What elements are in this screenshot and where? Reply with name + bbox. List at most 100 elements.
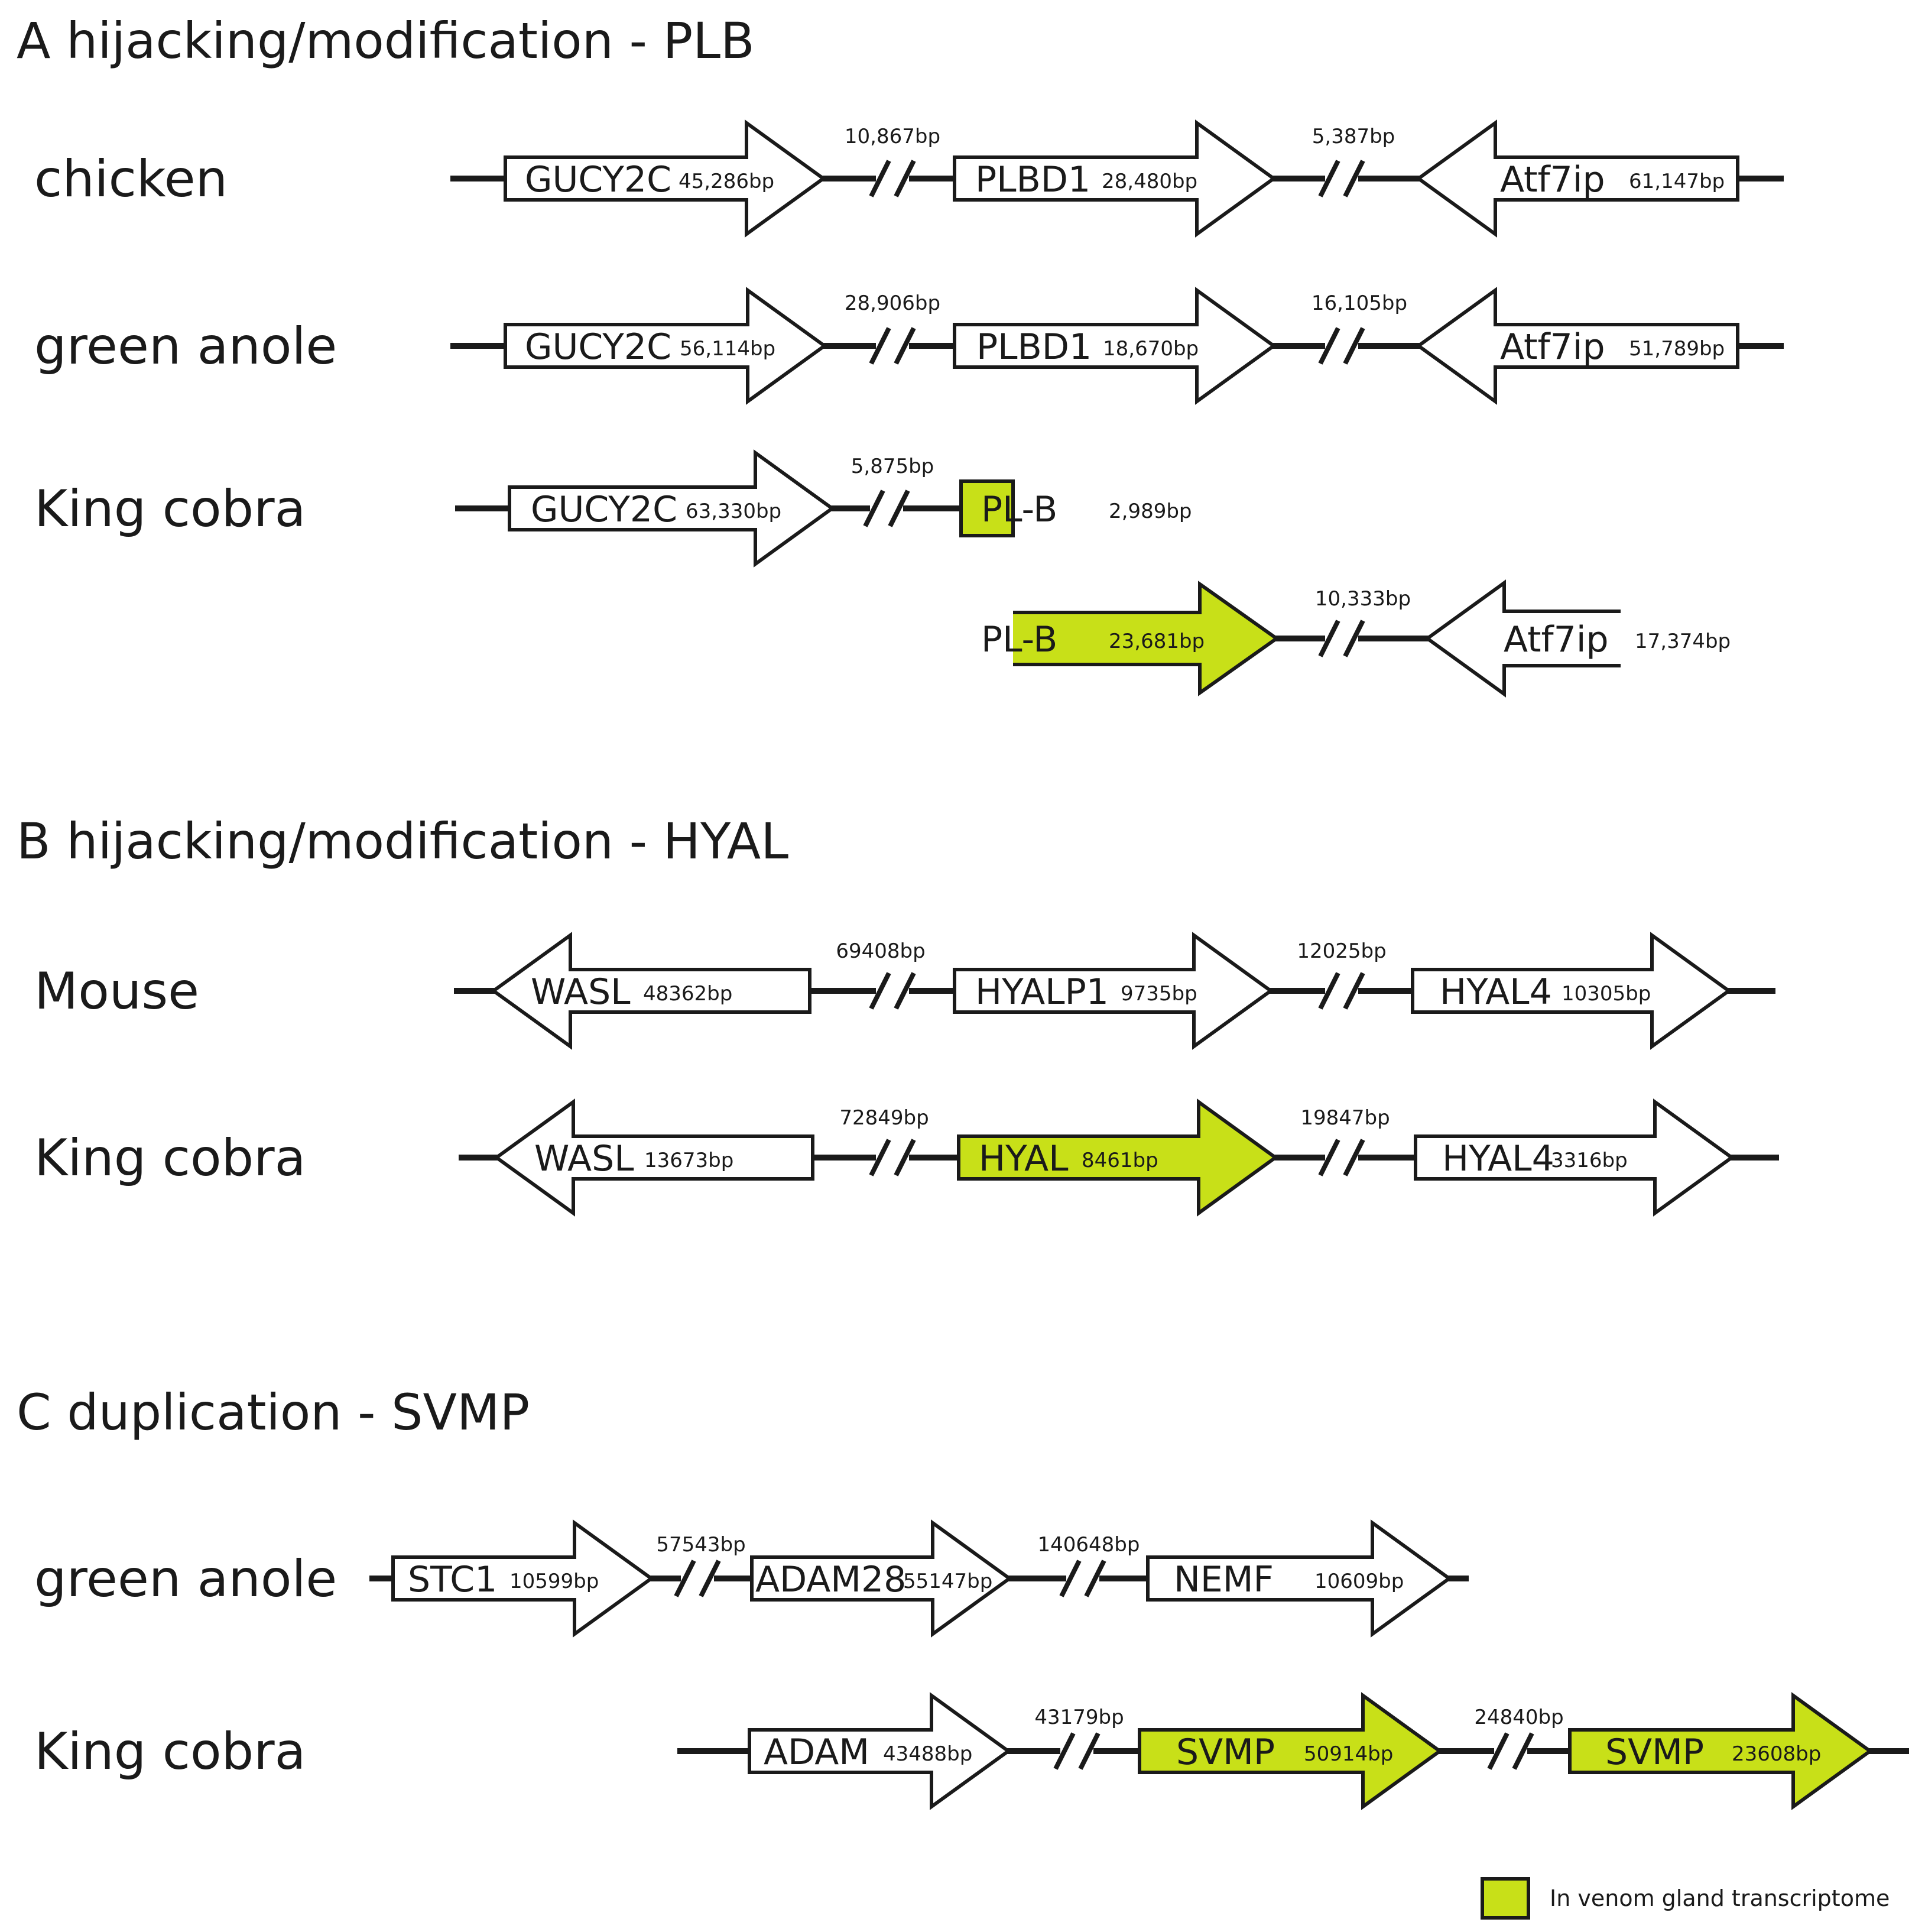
gene-size: 28,480bp: [1102, 170, 1197, 193]
gene-hyal4: HYAL4 10305bp: [1411, 932, 1732, 1050]
gap-length: 12025bp: [1297, 939, 1386, 963]
gene-arrow: [953, 932, 1274, 1050]
gene-name: NEMF: [1174, 1559, 1274, 1600]
gene-size: 51,789bp: [1629, 337, 1725, 361]
gene-name: ADAM: [764, 1732, 869, 1773]
gene-name: HYALP1: [975, 971, 1109, 1013]
gene-size: 2,989bp: [1109, 500, 1192, 523]
legend: In venom gland transcriptome: [1481, 1877, 1890, 1920]
gene-atf7ip: Atf7ip 61,147bp: [1415, 119, 1739, 238]
gene-hyalp1: HYALP1 9735bp: [953, 932, 1274, 1050]
gene-size: 9735bp: [1121, 982, 1197, 1006]
gene-name: PLBD1: [976, 326, 1092, 368]
gene-plb: PL-B 23,681bp: [981, 581, 1280, 696]
species-label-chicken: chicken: [34, 150, 228, 209]
gene-size: 48362bp: [643, 982, 732, 1006]
panel-title-a: A hijacking/modification - PLB: [17, 12, 755, 70]
species-label-king-cobra: King cobra: [34, 479, 306, 539]
gene-name: HYAL4: [1442, 1138, 1554, 1179]
gene-size: 23,681bp: [1109, 630, 1205, 653]
gene-name: GUCY2C: [525, 326, 671, 368]
gene-arrow-outline: [1013, 581, 1280, 696]
legend-label: In venom gland transcriptome: [1550, 1885, 1890, 1911]
gap-length: 72849bp: [839, 1106, 929, 1130]
gene-arrow: [1411, 932, 1732, 1050]
gene-atf7ip: Atf7ip 17,374bp: [1424, 579, 1731, 698]
gene-name: HYAL4: [1440, 971, 1552, 1013]
gene-arrow: [953, 119, 1277, 238]
gap-length: 43179bp: [1034, 1706, 1124, 1729]
break-marker: [1487, 1732, 1534, 1770]
gene-arrow: [1568, 1692, 1874, 1810]
break-marker: [1053, 1732, 1101, 1770]
gene-arrow: [957, 1098, 1279, 1217]
gene-svmp: SVMP 50914bp: [1138, 1692, 1443, 1810]
gene-name: Atf7ip: [1500, 326, 1605, 368]
gene-arrow: [490, 932, 811, 1050]
break-marker: [1318, 1139, 1365, 1176]
break-marker: [1318, 620, 1365, 657]
gap-length: 5,387bp: [1312, 125, 1395, 148]
species-label-king-cobra-hyal: King cobra: [34, 1129, 306, 1188]
break-marker: [1318, 972, 1365, 1010]
gene-arrow: [748, 1692, 1012, 1810]
species-label-mouse: Mouse: [34, 962, 199, 1021]
gene-arrow: [504, 287, 828, 405]
species-label-green-anole: green anole: [34, 317, 337, 376]
break-marker: [674, 1560, 721, 1597]
gene-size: 18,670bp: [1103, 337, 1199, 361]
break-marker: [1059, 1560, 1106, 1597]
gene-plbd1: PLBD1 18,670bp: [953, 287, 1277, 405]
gene-name: SVMP: [1176, 1732, 1275, 1773]
gene-gucy2c: GUCY2C 56,114bp: [504, 287, 828, 405]
panel-title-c: C duplication - SVMP: [17, 1383, 530, 1441]
gene-arrow: [750, 1519, 1013, 1638]
gap-length: 16,105bp: [1312, 291, 1407, 315]
gene-size: 10609bp: [1314, 1570, 1404, 1593]
gene-name: Atf7ip: [1504, 619, 1609, 660]
gene-name: WASL: [534, 1138, 634, 1179]
gap-length: 5,875bp: [851, 455, 934, 478]
gene-arrow: [953, 287, 1277, 405]
gene-size: 10599bp: [509, 1570, 599, 1593]
gene-size: 50914bp: [1304, 1742, 1393, 1766]
gene-size: 63,330bp: [686, 500, 781, 523]
gene-size: 3316bp: [1551, 1149, 1628, 1172]
gene-name: ADAM28: [755, 1559, 906, 1600]
break-marker: [869, 327, 916, 365]
gene-size: 43488bp: [883, 1742, 972, 1766]
gene-size: 10305bp: [1562, 982, 1651, 1006]
break-marker: [1318, 327, 1365, 365]
gene-size: 8461bp: [1082, 1149, 1158, 1172]
gene-size: 61,147bp: [1629, 170, 1725, 193]
gene-name: Atf7ip: [1500, 159, 1605, 200]
gap-length: 28,906bp: [845, 291, 940, 315]
gene-name: GUCY2C: [525, 159, 671, 200]
gene-size: 17,374bp: [1635, 630, 1731, 653]
gene-arrow: [1146, 1519, 1453, 1638]
gene-arrow: [391, 1519, 655, 1638]
gene-arrow: [1414, 1098, 1735, 1217]
gene-name: PL-B: [981, 619, 1057, 660]
gene-hyal: HYAL 8461bp: [957, 1098, 1279, 1217]
gene-box: [959, 479, 1015, 537]
species-label-king-cobra-svmp: King cobra: [34, 1722, 306, 1781]
gene-arrow: [1013, 584, 1277, 693]
gene-gucy2c: GUCY2C 45,286bp: [504, 119, 827, 238]
gene-size: 45,286bp: [679, 170, 774, 193]
gene-name: HYAL: [979, 1138, 1069, 1179]
species-label-green-anole-svmp: green anole: [34, 1550, 337, 1609]
gene-name: PLBD1: [975, 159, 1090, 200]
gene-plbd1: PLBD1 28,480bp: [953, 119, 1277, 238]
gene-size: 56,114bp: [680, 337, 775, 361]
gap-length: 140648bp: [1038, 1533, 1140, 1557]
gap-length: 10,333bp: [1315, 587, 1411, 611]
gap-length: 69408bp: [836, 939, 925, 963]
break-marker: [863, 490, 910, 527]
